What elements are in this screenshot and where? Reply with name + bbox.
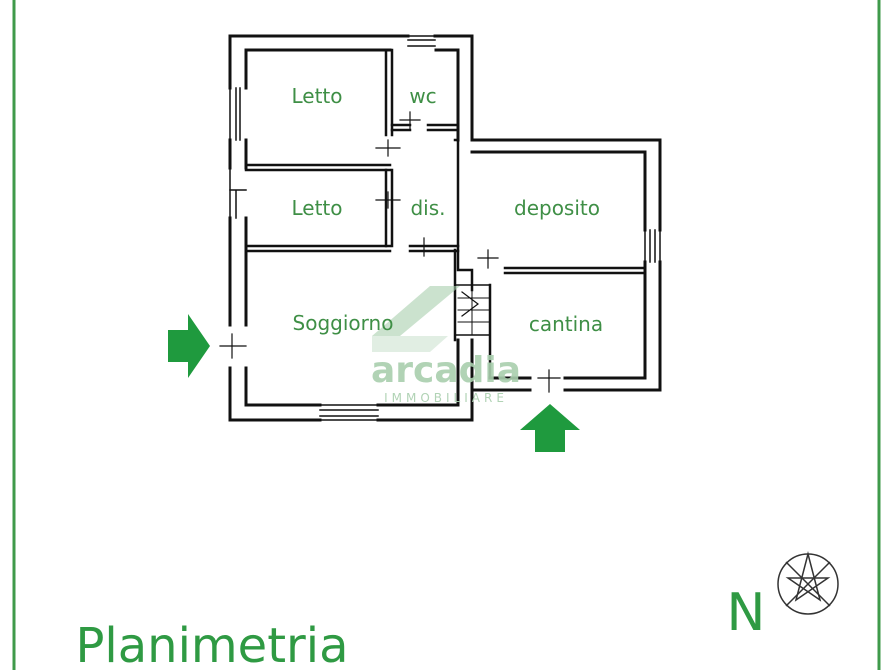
room-label-letto-1: Letto [291,84,342,108]
room-label-dis: dis. [410,196,445,220]
watermark-logo-base [372,336,448,352]
room-label-soggiorno: Soggiorno [293,311,394,335]
room-label-letto-2: Letto [291,196,342,220]
room-label-deposito: deposito [514,196,600,220]
north-compass-icon [777,551,839,615]
north-label: N [727,583,766,643]
watermark-tagline: IMMOBILIARE [384,391,508,405]
watermark-brand: arcadia [371,350,521,391]
walls [219,34,662,422]
watermark-logo-shape [372,286,460,336]
room-label-wc: wc [409,84,436,108]
room-label-cantina: cantina [529,312,603,336]
page-title: Planimetria [75,618,348,670]
entrance-west-arrow-icon [168,314,210,378]
entrance-south-arrow-icon [520,404,580,452]
watermark: arcadia IMMOBILIARE [371,286,521,405]
